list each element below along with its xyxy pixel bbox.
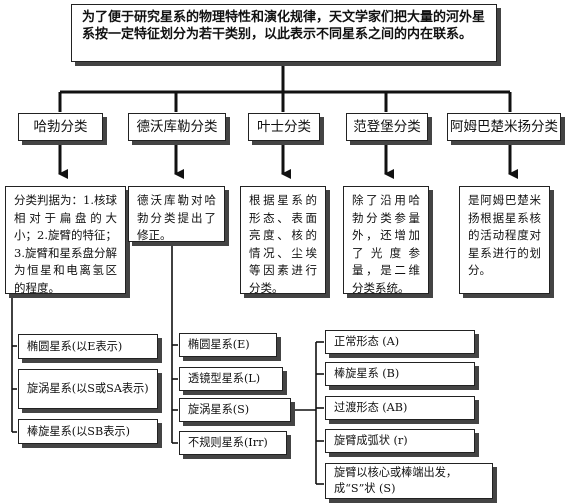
scheme-name: 阿姆巴楚米扬分类	[450, 118, 558, 135]
scheme-description-yerkes: 根据星系的形态、表面亮度、核的情况、尘埃等因素进行分类。	[240, 186, 326, 295]
devauc-type-lenticular: 透镜型星系(L)	[179, 367, 283, 391]
spiral-subtype-barred: 棒旋星系 (B)	[325, 362, 475, 386]
scheme-name: 范登堡分类	[353, 118, 421, 135]
spiral-subtype-normal: 正常形态 (A)	[325, 330, 475, 354]
scheme-header-ambartsumian: 阿姆巴楚米扬分类	[447, 113, 561, 141]
spiral-subtype-transitional: 过渡形态 (AB)	[325, 396, 475, 420]
scheme-description-van-den-bergh: 除了沿用哈勃分类参量外，还增加了光度参量，是二维分类系统。	[343, 186, 429, 295]
intro-text: 为了便于研究星系的物理特性和演化规律，天文学家们把大量的河外星系按一定特征划分为…	[82, 10, 486, 42]
scheme-name: 哈勃分类	[33, 118, 88, 135]
hubble-type-barred-spiral: 棒旋星系(以SB表示)	[18, 419, 158, 444]
devauc-type-irregular: 不规则星系(Irr)	[179, 431, 287, 455]
devauc-type-elliptical: 椭圆星系(E)	[179, 333, 277, 357]
scheme-description-devaucouleurs: 德沃库勒对哈勃分类提出了修正。	[128, 186, 225, 242]
scheme-name: 叶士分类	[257, 118, 311, 135]
hubble-type-elliptical: 椭圆星系(以E表示)	[18, 334, 158, 359]
scheme-description-hubble: 分类判据为：1.核球相对于扁盘的大小；2.旋臂的特征；3.旋臂和星系盘分解为恒星…	[5, 186, 126, 295]
scheme-description-ambartsumian: 是阿姆巴楚米扬根据星系核的活动程度对星系进行的划分。	[459, 186, 550, 294]
scheme-header-hubble: 哈勃分类	[18, 113, 103, 141]
hubble-type-spiral: 旋涡星系(以S或SA表示)	[18, 369, 158, 409]
scheme-header-van-den-bergh: 范登堡分类	[346, 113, 428, 141]
spiral-subtype-ring: 旋臂成弧状 (r)	[325, 429, 475, 453]
spiral-subtype-s-shaped: 旋臂以核心或棒端出发，成“S”状 (S)	[325, 463, 493, 499]
scheme-header-devaucouleurs: 德沃库勒分类	[128, 113, 226, 141]
intro-box: 为了便于研究星系的物理特性和演化规律，天文学家们把大量的河外星系按一定特征划分为…	[71, 4, 497, 62]
scheme-name: 德沃库勒分类	[136, 118, 218, 135]
devauc-type-spiral: 旋涡星系(S)	[179, 398, 291, 422]
scheme-header-yerkes: 叶士分类	[248, 113, 320, 141]
